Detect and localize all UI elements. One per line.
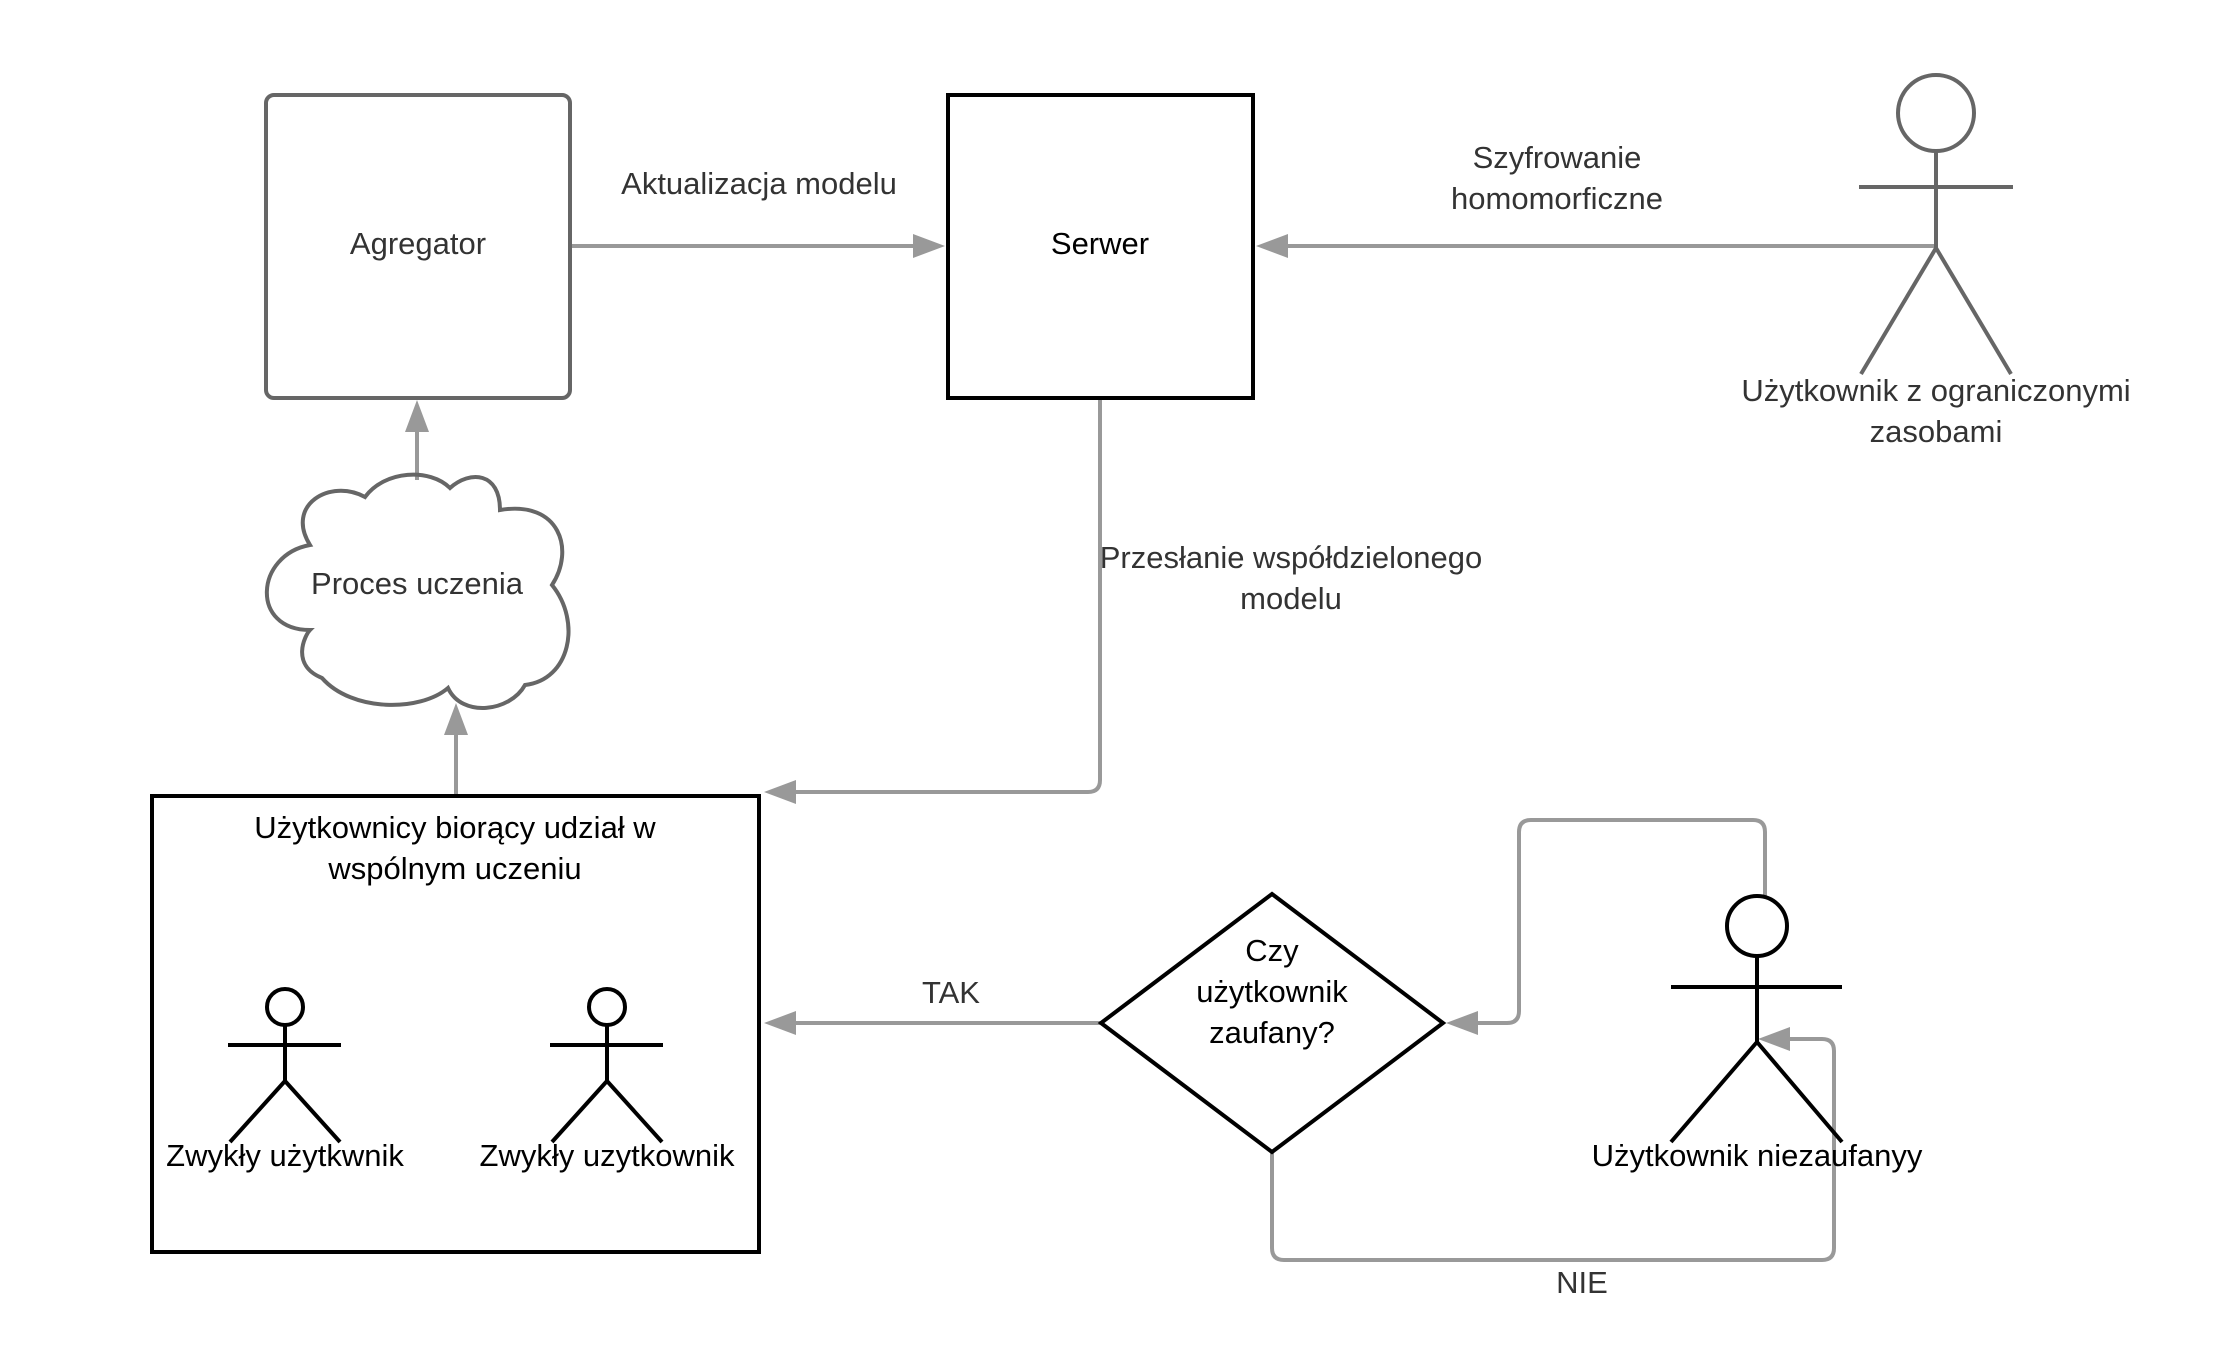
edge-decision-yes xyxy=(764,1011,1100,1035)
aggregator-label: Agregator xyxy=(350,226,486,261)
trust-decision-node: Czy użytkownik zaufany? xyxy=(1097,891,1447,1155)
edge-limited-user-to-server xyxy=(1256,234,1935,258)
limited-user-label-line1: Użytkownik z ograniczonymi xyxy=(1741,373,2130,408)
label-shared-model-line1: Przesłanie współdzielonego xyxy=(1100,540,1483,575)
server-node: Serwer xyxy=(946,93,1255,400)
person-icon xyxy=(550,987,664,1144)
person-icon xyxy=(228,987,342,1144)
decision-label-line2: użytkownik xyxy=(1196,974,1348,1009)
aggregator-node: Agregator xyxy=(264,93,572,400)
label-no: NIE xyxy=(1556,1265,1608,1300)
label-encryption-line1: Szyfrowanie xyxy=(1473,140,1642,175)
participants-group-label-line1: Użytkownicy biorący udział w xyxy=(254,810,656,845)
learning-process-label: Proces uczenia xyxy=(311,566,524,601)
decision-label-line1: Czy xyxy=(1245,933,1299,968)
edge-server-to-participants xyxy=(764,398,1102,804)
edge-decision-no xyxy=(1270,1027,1836,1262)
label-yes: TAK xyxy=(922,975,980,1010)
regular-user-1-label: Zwykły użytkwnik xyxy=(166,1138,404,1173)
regular-user-2-actor: Zwykły uzytkownik xyxy=(480,987,735,1173)
limited-user-actor: Użytkownik z ograniczonymi zasobami xyxy=(1741,73,2131,449)
server-label: Serwer xyxy=(1051,226,1149,261)
edge-untrusted-user-to-decision xyxy=(1446,818,1767,1035)
cloud-icon xyxy=(264,472,571,710)
untrusted-user-actor: Użytkownik niezaufanyy xyxy=(1592,894,1923,1173)
edge-participants-to-learning-process xyxy=(444,703,468,795)
label-encryption-line2: homomorficzne xyxy=(1451,181,1663,216)
regular-user-1-actor: Zwykły użytkwnik xyxy=(166,987,404,1173)
limited-user-label-line2: zasobami xyxy=(1870,414,2003,449)
label-shared-model-line2: modelu xyxy=(1240,581,1342,616)
participants-group-node: Użytkownicy biorący udział w wspólnym uc… xyxy=(150,794,761,1254)
edge-learning-process-to-aggregator xyxy=(405,400,429,480)
decision-label-line3: zaufany? xyxy=(1209,1015,1335,1050)
label-model-update: Aktualizacja modelu xyxy=(621,166,897,201)
participants-group-label-line2: wspólnym uczeniu xyxy=(327,851,581,886)
person-icon xyxy=(1669,894,1844,1144)
untrusted-user-label: Użytkownik niezaufanyy xyxy=(1592,1138,1923,1173)
person-icon xyxy=(1859,73,2013,376)
learning-process-node: Proces uczenia xyxy=(264,472,571,710)
regular-user-2-label: Zwykły uzytkownik xyxy=(480,1138,735,1173)
edge-aggregator-to-server xyxy=(570,234,945,258)
